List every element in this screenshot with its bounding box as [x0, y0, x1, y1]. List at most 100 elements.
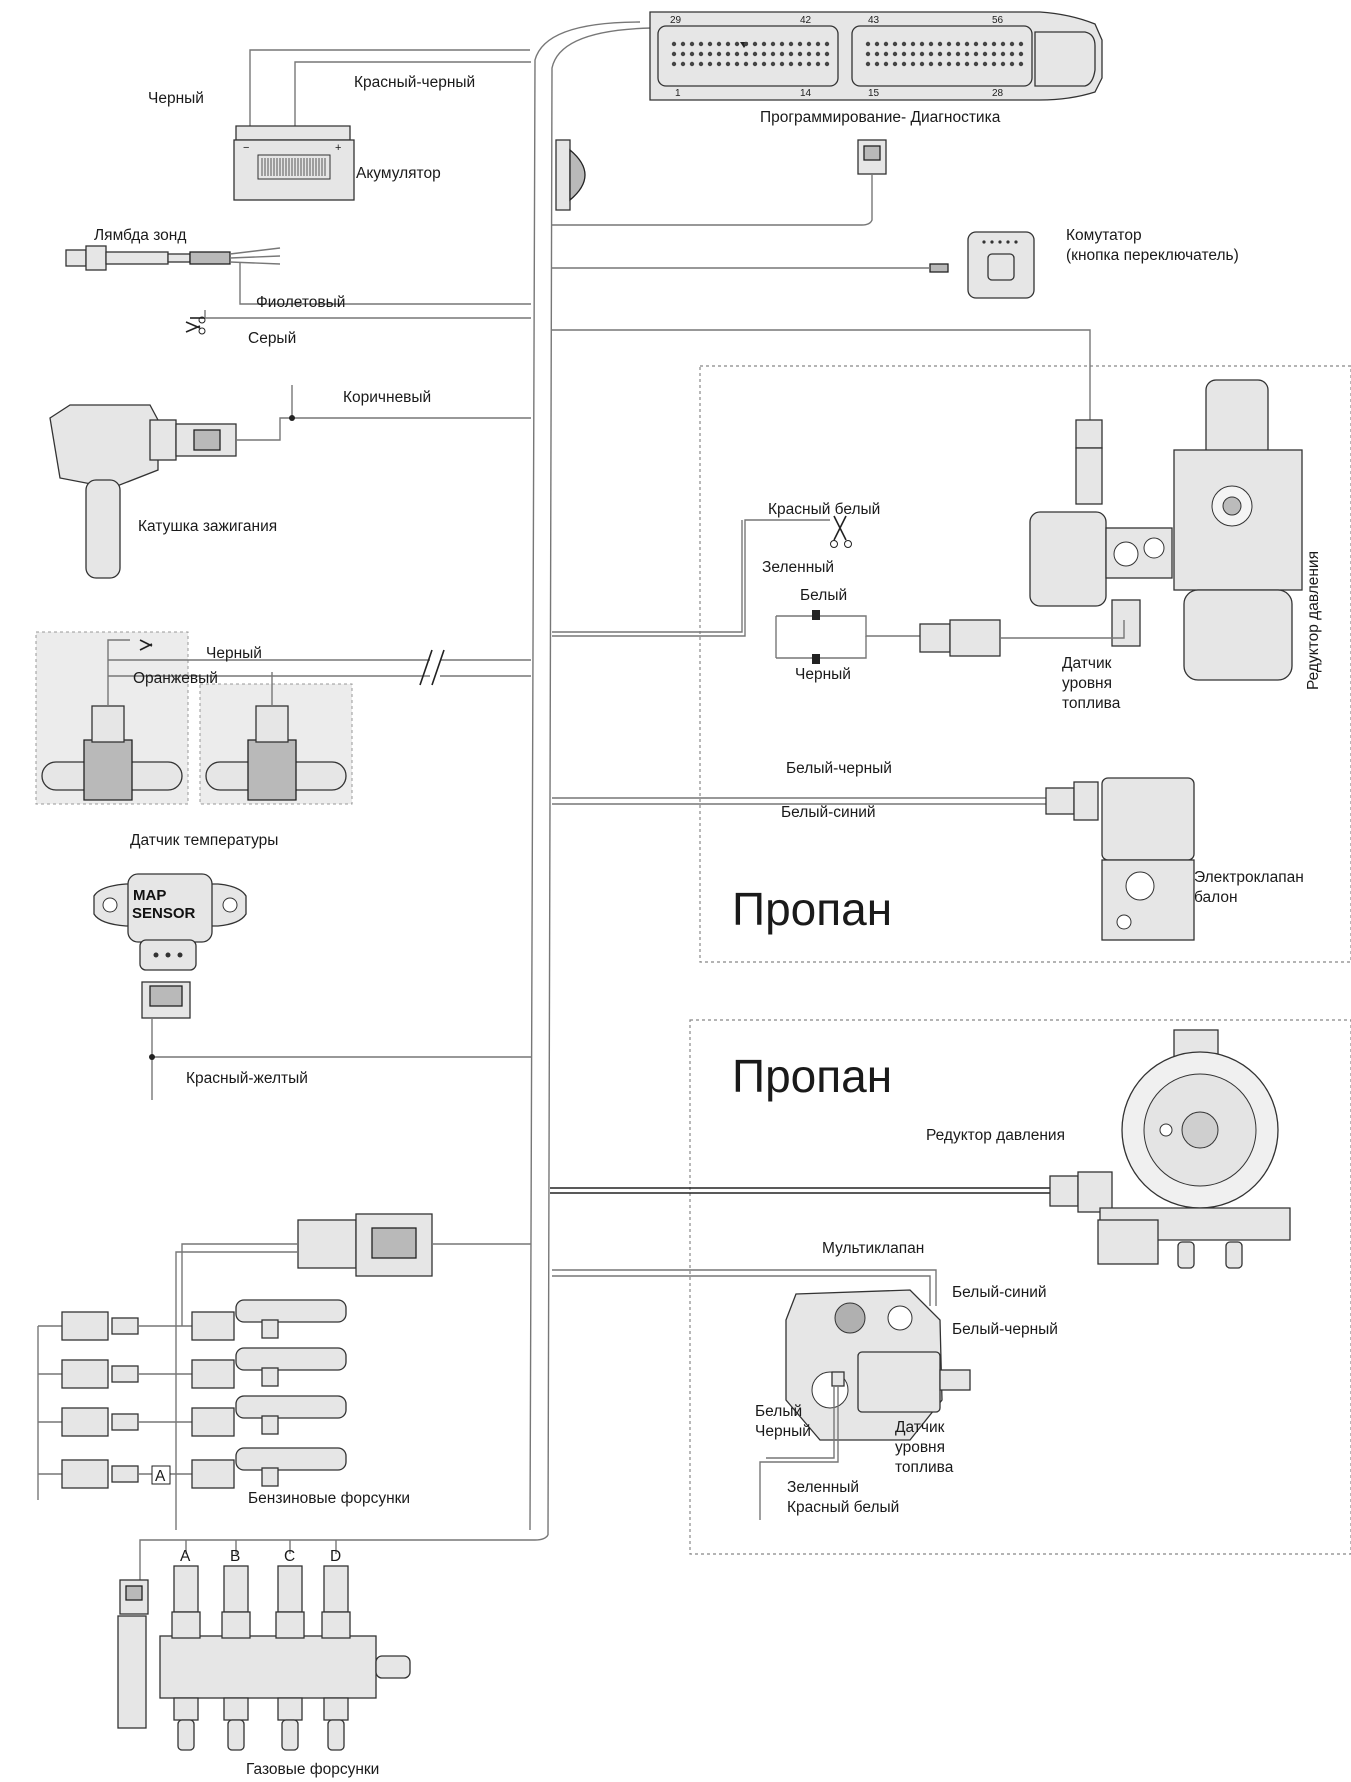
petrol-injector-nozzle	[261, 1415, 279, 1435]
gas-injector-outlet	[281, 1719, 299, 1751]
ecu-pin-dot	[743, 51, 749, 57]
ecu-pin-dot	[689, 41, 695, 47]
petrol-row-pin	[111, 1413, 139, 1431]
ecu-pin-dot	[770, 61, 776, 67]
ecu-pin-dot	[964, 61, 970, 67]
svg-text:−: −	[243, 142, 249, 154]
ecu-pin-dot	[937, 61, 943, 67]
ecu-pin-dot	[901, 41, 907, 47]
battery-label: Акумулятор	[356, 165, 441, 182]
petrol-row-plug	[61, 1359, 109, 1389]
petrol-injectors	[37, 1213, 531, 1530]
ecu-pin-dot	[1009, 41, 1015, 47]
ecu-pin-dot	[707, 41, 713, 47]
ecu-pin-dot	[865, 41, 871, 47]
gas-injector-connector	[323, 1565, 349, 1613]
ecu-pin-dot	[752, 61, 758, 67]
ecu-pin-dot	[680, 61, 686, 67]
propane1-valve-line1: Электроклапан	[1194, 869, 1304, 886]
propane2-reducer-label: Редуктор давления	[926, 1127, 1065, 1144]
ecu-pin-dot	[680, 51, 686, 57]
ecu-pin-dot	[806, 41, 812, 47]
propane1-title: Пропан	[732, 883, 892, 935]
ecu-pin-dot	[743, 61, 749, 67]
ecu-pin-dot	[698, 41, 704, 47]
ecu-pin-dot	[874, 51, 880, 57]
petrol-row-connector	[191, 1407, 235, 1437]
ecu-pin-56: 56	[992, 15, 1004, 26]
ecu-pin-dot	[815, 61, 821, 67]
ecu-pin-dot	[973, 51, 979, 57]
ecu-pin-dot	[928, 61, 934, 67]
battery: − +	[233, 49, 531, 201]
ecu-pin-dot	[919, 51, 925, 57]
ecu-pin-dot	[1018, 41, 1024, 47]
ecu-pin-dot	[761, 61, 767, 67]
ecu-pin-dot	[901, 61, 907, 67]
ecu-pin-dot	[919, 41, 925, 47]
ecu-pin-dot	[1009, 61, 1015, 67]
ecu-pin-dot	[815, 51, 821, 57]
ignition-coil	[49, 385, 531, 579]
ecu-pin-dot	[734, 51, 740, 57]
gas-injector-letter-c: C	[284, 1548, 295, 1565]
ecu-pin-dot	[991, 61, 997, 67]
ecu-pin-dot	[707, 51, 713, 57]
ecu-pin-dot	[689, 61, 695, 67]
gas-injectors-label: Газовые форсунки	[246, 1761, 379, 1778]
lambda-wire-violet-label: Фиолетовый	[256, 294, 345, 311]
temperature-wire-orange-label: Оранжевый	[133, 670, 218, 687]
petrol-row-plug	[61, 1311, 109, 1341]
ecu-pin-dot	[779, 51, 785, 57]
ecu-pin-dot	[716, 61, 722, 67]
gas-injector-letter-a: A	[180, 1548, 191, 1565]
ecu-pin-dot	[725, 61, 731, 67]
gas-injector-coil	[275, 1611, 305, 1639]
ecu-pin-dot	[955, 51, 961, 57]
ecu-pin-dot	[892, 51, 898, 57]
harness-grommet	[555, 139, 586, 211]
propane1-wire-red-white-label: Красный белый	[768, 501, 880, 518]
gas-injector-coil	[171, 1611, 201, 1639]
ecu-pin-dot	[883, 51, 889, 57]
ecu-pin-dot	[671, 51, 677, 57]
propane1-valve-line2: балон	[1194, 889, 1238, 906]
propane1-wire-green-label: Зеленный	[762, 559, 834, 576]
ecu-pin-dot	[883, 41, 889, 47]
propane1-box	[699, 365, 1351, 963]
ecu-pin-dot	[734, 41, 740, 47]
ecu-pin-dot	[973, 61, 979, 67]
propane1-wire-black-label: Черный	[795, 666, 851, 683]
gas-injector-letter-d: D	[330, 1548, 341, 1565]
diagnostics-connector	[552, 139, 887, 226]
temperature-wire-black-label: Черный	[206, 645, 262, 662]
propane2-title: Пропан	[732, 1050, 892, 1102]
ecu-pin-1: 1	[675, 88, 681, 99]
propane1-solenoid	[552, 777, 1195, 941]
ecu-pin-dot	[716, 41, 722, 47]
ecu-pin-dot	[671, 61, 677, 67]
ecu-pin-dot	[797, 61, 803, 67]
map-sensor-line1: MAP	[133, 887, 166, 904]
ignition-wire-brown-label: Коричневый	[343, 389, 431, 406]
propane2-wire-red-white-label: Красный белый	[787, 1499, 899, 1516]
ecu-pin-dot	[901, 51, 907, 57]
ecu-pin-dot	[928, 51, 934, 57]
ecu-pin-dot	[716, 51, 722, 57]
ecu-pin-dot	[910, 41, 916, 47]
ecu-pin-dot	[910, 51, 916, 57]
propane2-level-line2: уровня	[895, 1439, 945, 1456]
ecu-pin-dot	[955, 61, 961, 67]
ecu-pin-dot	[946, 51, 952, 57]
gas-injector-outlet	[327, 1719, 345, 1751]
ecu-pin-dot	[937, 51, 943, 57]
propane2-wire-green-label: Зеленный	[787, 1479, 859, 1496]
switch-label-line2: (кнопка переключатель)	[1066, 247, 1239, 264]
ecu-pin-dot	[1009, 51, 1015, 57]
battery-wire-black-label: Черный	[148, 90, 204, 107]
ecu-pin-dot	[788, 51, 794, 57]
gas-injector-connector	[277, 1565, 303, 1613]
gas-injector-nozzle	[323, 1697, 349, 1721]
